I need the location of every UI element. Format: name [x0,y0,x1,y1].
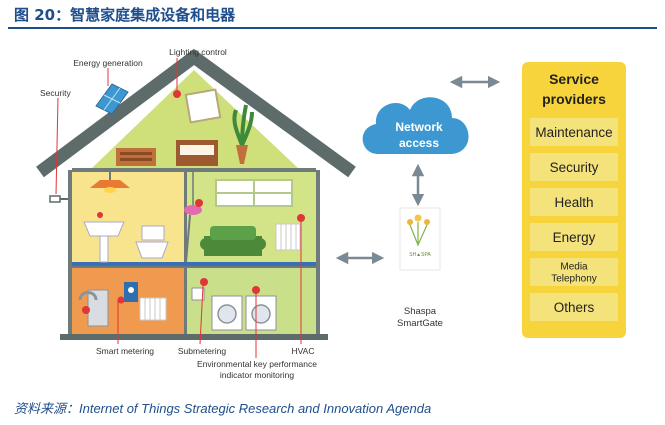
shaspa-smartgate: SH▲SPA Shaspa SmartGate [397,208,443,329]
service-item-label: Telephony [551,274,597,285]
service-item-label: Maintenance [535,125,612,140]
ceiling-line [72,168,316,172]
bathroom-room [72,172,184,265]
service-item-label: Energy [553,230,596,245]
dresser [116,148,156,166]
label-security: Security [40,88,71,98]
service-item: Maintenance [530,118,618,146]
lighting-window [186,90,220,123]
security-camera-icon [50,196,68,202]
service-title-line1: Service [549,71,599,87]
sink [84,222,124,236]
network-label-line1: Network [395,120,443,134]
floor-line [72,262,316,266]
service-item-label: Health [554,195,593,210]
service-item-label: Media [560,262,588,273]
house-foundation [60,334,328,340]
service-item: Security [530,153,618,181]
service-item: Health [530,188,618,216]
label-hvac: HVAC [292,346,315,356]
service-item: Others [530,293,618,321]
label-smart-metering: Smart metering [96,346,154,356]
label-env-kpi-line1: Environmental key performance [197,359,317,369]
label-lighting-control: Lighting control [169,47,227,57]
utility-radiator [140,298,166,320]
gateway-device-text: SH▲SPA [409,252,431,258]
label-submetering: Submetering [178,346,226,356]
network-access-cloud: Network access [363,97,469,154]
label-env-kpi-line2: indicator monitoring [220,370,294,380]
service-title-line2: providers [542,91,606,107]
service-item: Energy [530,223,618,251]
toilet [142,226,164,240]
kpi-sensor-dot [252,286,260,294]
gateway-label-line1: Shaspa [404,306,437,317]
hvac-sensor-dot [297,214,305,222]
service-item-label: Security [550,160,599,175]
boiler [88,290,108,326]
service-providers-panel: Service providers MaintenanceSecurityHea… [522,62,626,338]
service-item-label: Others [554,300,595,315]
house [40,57,352,340]
figure-source: 资料来源：Internet of Things Strategic Resear… [14,398,431,417]
gateway-label-line2: SmartGate [397,318,443,329]
network-label-line2: access [399,136,439,150]
label-energy-generation: Energy generation [73,58,143,68]
